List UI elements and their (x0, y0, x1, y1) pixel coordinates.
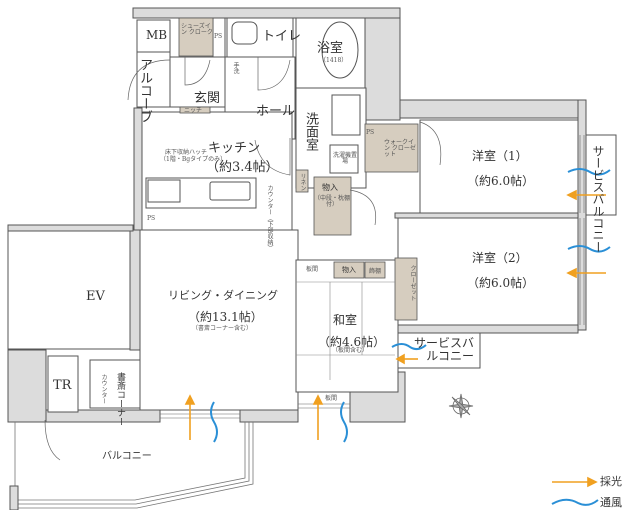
shoe-closet-label: シューズイン クローク (181, 23, 213, 36)
ld-area (139, 229, 299, 411)
closet-jp-label: クローゼット (409, 265, 416, 301)
entrance-label: 玄関 (194, 91, 221, 106)
floor-storage-label: 床下収納ハッチ (165, 149, 208, 156)
ps-label: PS (214, 33, 223, 40)
wash-basin (331, 94, 361, 136)
wall-left-tr (7, 349, 47, 423)
stove (147, 179, 181, 203)
shelf-label: 飾棚 (369, 268, 382, 275)
bath-label: 浴室 (317, 41, 344, 56)
bathtub (321, 21, 359, 79)
wall-right-upper (399, 99, 584, 119)
western-room-2-size: （約6.0帖） (467, 276, 535, 290)
washer-space (329, 144, 359, 174)
wall-right (577, 99, 587, 331)
legend-light-label: 採光 (600, 475, 622, 488)
wall-western2-bottom (397, 324, 579, 334)
wall-ev-top (7, 224, 134, 232)
wall-between-rooms (394, 212, 579, 219)
kitchen-size-label: （約3.4帖） (206, 160, 279, 175)
mb-label: MB (146, 28, 168, 42)
linen-box (295, 169, 309, 193)
service-balcony-bottom-label: サービスバルコニー (414, 336, 475, 364)
linen-label: リネン (299, 173, 306, 191)
service-balcony-bottom-box (397, 332, 481, 369)
shoe-closet (178, 17, 214, 57)
walk-in-closet (364, 123, 419, 173)
japanese-room-note: （板間含む） (332, 347, 369, 354)
western-room-1-label: 洋室（1） (472, 149, 528, 163)
washer-label: 洗濯機置場 (333, 152, 358, 165)
toilet-label: トイレ (262, 29, 302, 44)
alcove-label: アルコーブ (137, 58, 152, 123)
itama-label-2: 板間 (325, 395, 338, 402)
wall-top (132, 7, 401, 19)
ev-label: EV (86, 289, 105, 304)
itama-label-1: 板間 (306, 266, 319, 273)
service-balcony-right-label: サービスバルコニー (591, 145, 605, 253)
legend-wind-label: 通風 (600, 496, 622, 509)
closet-jp (394, 257, 418, 321)
ps-closet-label: PS (366, 129, 375, 136)
western-room-2 (397, 217, 579, 326)
tr-label: TR (53, 378, 72, 393)
niche-box (179, 106, 211, 114)
mb-room (136, 19, 171, 53)
wall-bath-right (364, 17, 401, 121)
windows (160, 135, 585, 419)
balcony-rail (10, 422, 254, 509)
kitchen-label: キッチン (208, 141, 261, 156)
washroom-label: 洗面室 (303, 112, 318, 151)
niche-label: ニッチ (184, 107, 203, 114)
toilet-fixture (231, 21, 258, 45)
ps-kitchen-label: PS (147, 215, 156, 222)
study-area (89, 359, 141, 409)
balcony-label: バルコニー (102, 451, 152, 462)
hall-label: ホール (256, 104, 296, 119)
western-room-2-label: 洋室（2） (472, 251, 528, 265)
japanese-room-size: （約4.6帖） (318, 335, 386, 349)
shelf-jp (364, 261, 386, 279)
walk-in-closet-label: ウォークイン クローゼット (384, 139, 416, 158)
study-label: 書斎コーナー (115, 372, 125, 426)
door-swings (44, 57, 442, 461)
light-arrow-icons (184, 189, 606, 488)
balcony-post (9, 485, 19, 510)
western-room-1-size: （約6.0帖） (467, 174, 535, 188)
western-room-1 (419, 119, 579, 214)
wall-bottom-mid (239, 409, 299, 423)
bath-size-label: （1418） (320, 57, 348, 64)
tr-room (47, 355, 79, 413)
storage-center (313, 176, 352, 236)
storage-center-note: （中段・枕棚付） (314, 195, 351, 208)
ev-shaft (7, 230, 131, 350)
sink (209, 181, 251, 201)
floor-storage-note: （1階・Bgタイプのみ） (160, 156, 227, 163)
compass-icon (448, 393, 474, 419)
wall-ev-right (129, 229, 141, 351)
japanese-room-label: 和室 (333, 313, 358, 327)
ld-note-label: （書斎コーナー含む） (192, 325, 253, 332)
ld-size-label: （約13.1帖） (188, 310, 263, 324)
ld-label: リビング・ダイニング (168, 289, 278, 302)
counter-label: カウンター (100, 374, 107, 404)
counter-note-label: カウンター（下部収納） (266, 185, 273, 251)
storage-jp (333, 261, 365, 279)
hand-wash-label: 手洗 (232, 62, 239, 74)
alcove-area (136, 51, 171, 108)
tatami-lines (296, 281, 395, 380)
wind-wave-icons (210, 168, 611, 506)
storage-jp-label: 物入 (342, 266, 356, 274)
wall-left-kitchen (133, 107, 143, 234)
storage-center-label: 物入 (322, 183, 338, 192)
